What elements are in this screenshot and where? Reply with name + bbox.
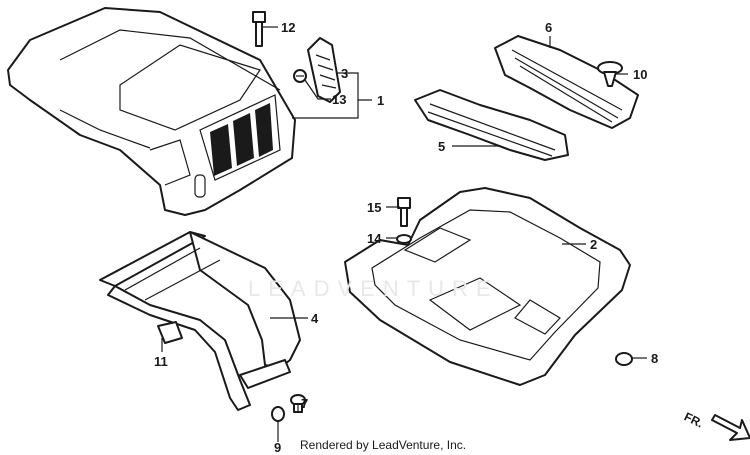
- mat-6: [494, 35, 639, 129]
- callout-4: 4: [311, 311, 319, 326]
- callout-5: 5: [438, 139, 445, 154]
- footer-credit: Rendered by LeadVenture, Inc.: [300, 438, 467, 452]
- screw-13: [293, 69, 307, 83]
- mat-5: [414, 89, 569, 161]
- callout-6: 6: [545, 20, 552, 35]
- callout-13: 13: [332, 92, 346, 107]
- callout-14: 14: [367, 231, 382, 246]
- washer-14: [396, 234, 412, 244]
- callout-1: 1: [377, 93, 384, 108]
- bolt-15: [397, 197, 411, 227]
- leader-lines: [161, 26, 647, 442]
- side-grille: [307, 37, 341, 103]
- front-direction-arrow-icon: [711, 414, 750, 441]
- nut-8: [615, 352, 633, 366]
- bolt-12: [252, 11, 266, 47]
- clip-10: [597, 61, 623, 87]
- frame-bracket: [99, 231, 301, 411]
- callout-11: 11: [154, 354, 168, 369]
- body-cover: [7, 7, 296, 216]
- callout-9: 9: [274, 440, 281, 455]
- callout-12: 12: [281, 20, 295, 35]
- callout-8: 8: [651, 351, 658, 366]
- callout-2: 2: [590, 237, 597, 252]
- callout-15: 15: [367, 200, 381, 215]
- clip-11: [157, 321, 183, 344]
- callout-10: 10: [633, 67, 647, 82]
- floor-tray: [344, 187, 631, 386]
- callout-3: 3: [341, 66, 348, 81]
- watermark: LEADVENTURE: [248, 276, 499, 301]
- washer-9: [271, 406, 285, 422]
- callout-7: 7: [301, 396, 308, 411]
